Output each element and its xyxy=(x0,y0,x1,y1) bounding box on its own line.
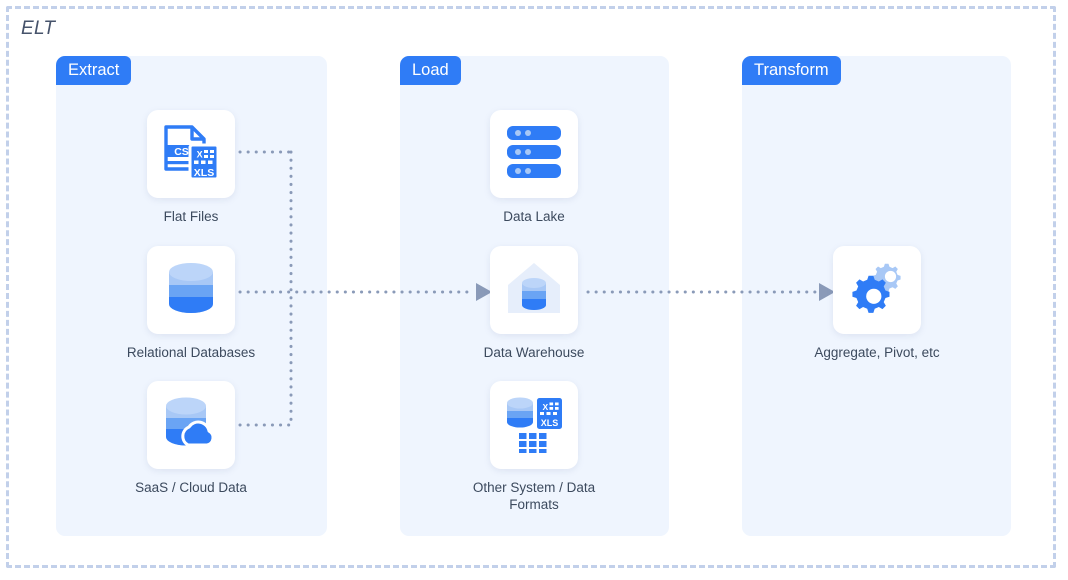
svg-text:XLS: XLS xyxy=(194,167,214,179)
node-card-aggregate-pivot-etc[interactable] xyxy=(833,246,921,334)
node-card-saas-cloud-data[interactable] xyxy=(147,381,235,469)
svg-text:XLS: XLS xyxy=(541,418,559,428)
node-label-other-system-data-formats: Other System / Data Formats xyxy=(472,480,596,512)
gears-icon xyxy=(848,260,906,321)
node-label-flat-files: Flat Files xyxy=(163,209,219,224)
node-label-data-warehouse: Data Warehouse xyxy=(483,345,585,360)
cloud-database-icon xyxy=(161,393,221,458)
svg-text:X: X xyxy=(197,149,203,159)
server-stack-icon xyxy=(505,124,563,185)
database-cylinder-icon xyxy=(163,259,219,322)
node-card-data-lake[interactable] xyxy=(490,110,578,198)
node-label-saas-cloud-data: SaaS / Cloud Data xyxy=(135,480,247,495)
stage-badge-extract: Extract xyxy=(56,56,132,85)
node-saas-cloud-data[interactable]: SaaS / Cloud Data xyxy=(101,381,281,496)
node-label-data-lake: Data Lake xyxy=(503,209,565,224)
node-card-relational-databases[interactable] xyxy=(147,246,235,334)
stage-badge-transform: Transform xyxy=(742,56,841,85)
node-card-data-warehouse[interactable] xyxy=(490,246,578,334)
stage-badge-load: Load xyxy=(400,56,461,85)
node-card-flat-files[interactable]: CSV X XLS xyxy=(147,110,235,198)
node-data-lake[interactable]: Data Lake xyxy=(444,110,624,225)
node-label-relational-databases: Relational Databases xyxy=(126,345,256,360)
diagram-title: ELT xyxy=(21,18,56,39)
node-label-aggregate-pivot-etc: Aggregate, Pivot, etc xyxy=(814,345,940,360)
svg-text:X: X xyxy=(543,402,549,412)
node-relational-databases[interactable]: Relational Databases xyxy=(101,246,281,361)
csv-xls-file-icon: CSV X XLS xyxy=(160,121,222,188)
node-card-other-system-data-formats[interactable]: X XLS xyxy=(490,381,578,469)
database-xls-grid-icon: X XLS xyxy=(503,393,565,458)
node-flat-files[interactable]: CSV X XLS Flat Files xyxy=(101,110,281,225)
node-aggregate-pivot-etc[interactable]: Aggregate, Pivot, etc xyxy=(787,246,967,361)
node-data-warehouse[interactable]: Data Warehouse xyxy=(444,246,624,361)
node-other-system-data-formats[interactable]: X XLS xyxy=(444,381,624,513)
diagram-outer-frame xyxy=(6,6,1056,568)
warehouse-database-icon xyxy=(504,259,564,322)
